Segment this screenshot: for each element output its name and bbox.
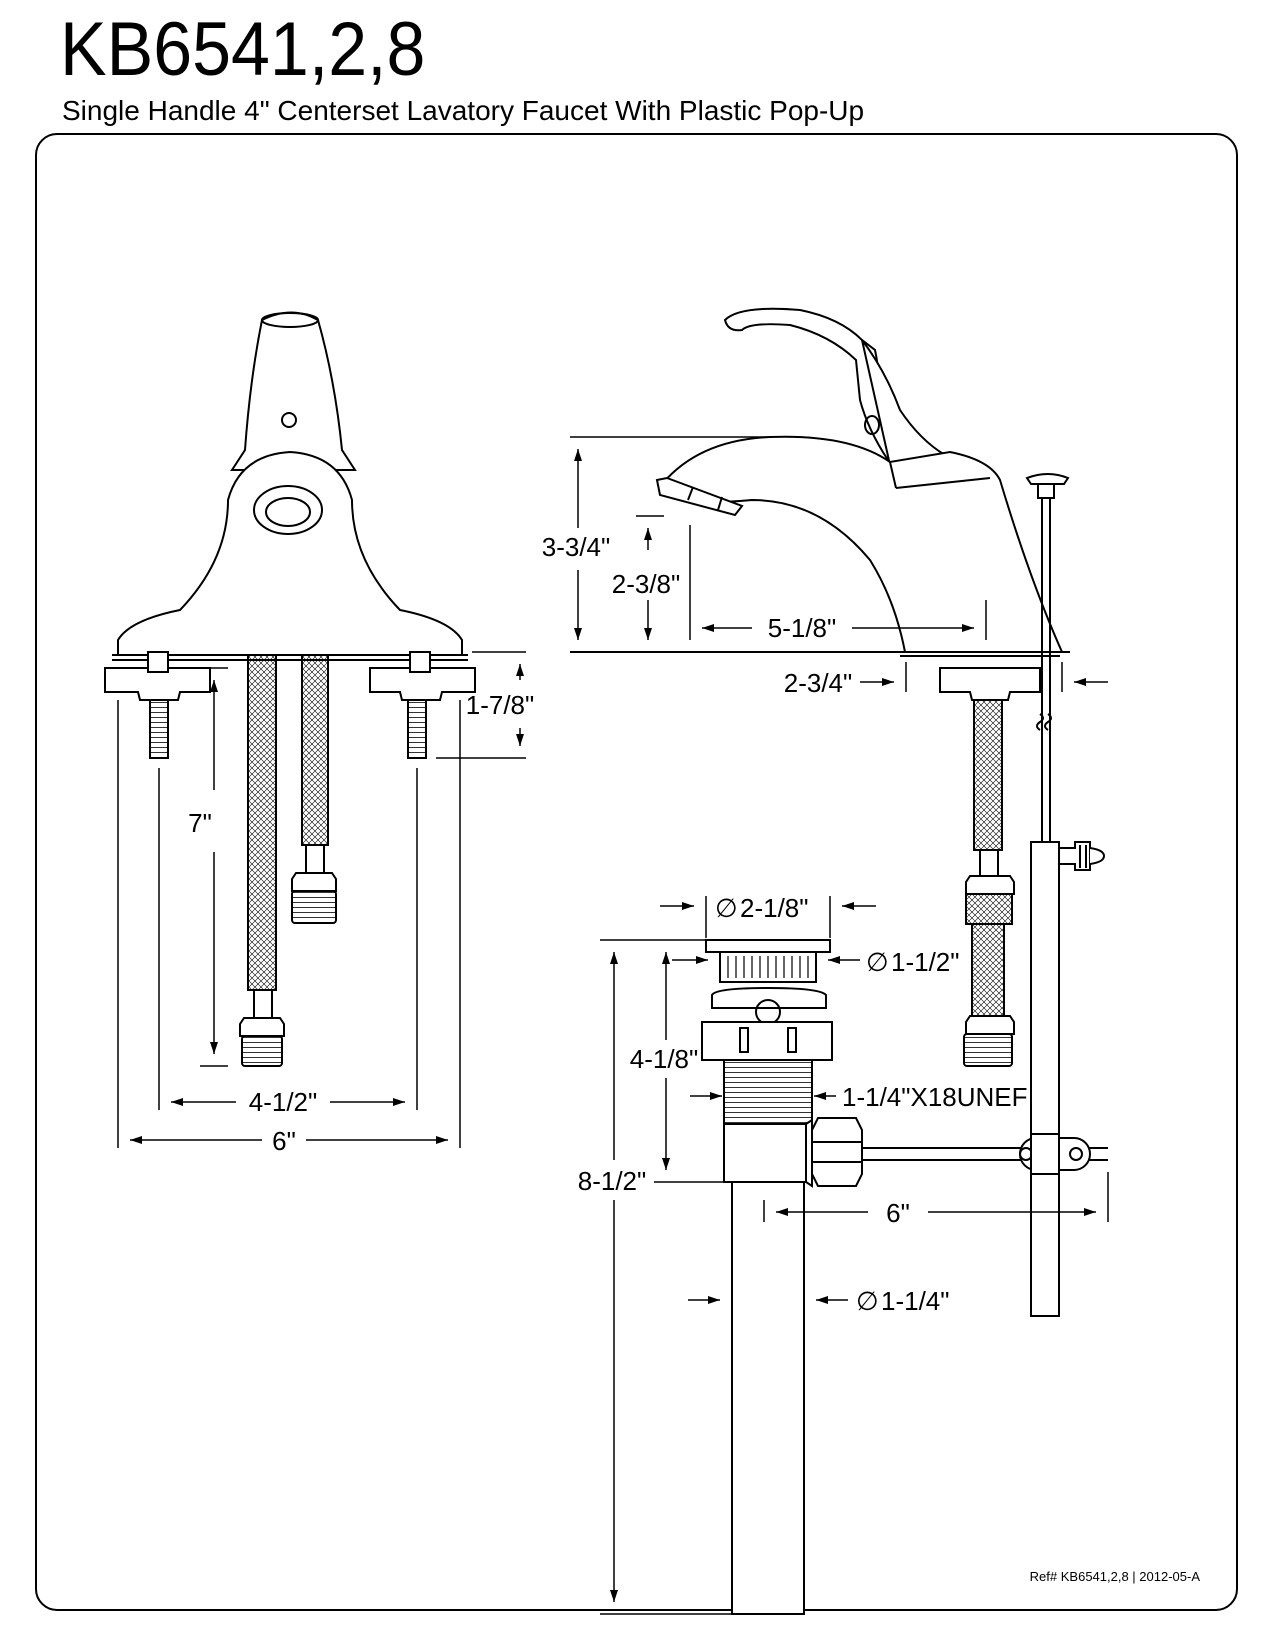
drain-body-thread — [723, 1059, 813, 1125]
dim-front-height: 7" — [188, 808, 212, 838]
dim-front-center: 4-1/2" — [249, 1087, 318, 1117]
drain-dimensions — [600, 896, 1109, 1615]
dim-flange-dia: 2-1/8" — [740, 893, 809, 923]
pivot-strap — [1030, 841, 1060, 1317]
tailpiece — [731, 1181, 805, 1615]
drain-locknut — [701, 1021, 833, 1061]
front-handle — [230, 311, 357, 471]
side-dimension-labels: 3-3/4" 2-3/8" 5-1/8" 2-3/4" — [542, 532, 853, 698]
diameter-symbol-drain-top: ∅ — [866, 947, 889, 977]
diameter-symbol-tail: ∅ — [856, 1286, 879, 1316]
dim-spout-height: 2-3/8" — [612, 569, 681, 599]
side-dimensions — [570, 436, 1108, 692]
side-supply-hose — [973, 699, 1003, 851]
front-body — [117, 450, 463, 656]
left-shank — [149, 699, 169, 759]
drain-flange — [705, 939, 831, 953]
right-shank — [407, 699, 427, 759]
drain-gasket — [711, 986, 827, 1009]
right-mount-nut — [369, 667, 476, 701]
left-mount-nut — [104, 667, 211, 701]
dim-drain-top-dia: 1-1/2" — [891, 947, 960, 977]
dim-side-height: 3-3/4" — [542, 532, 611, 562]
dim-drain-thread: 1-1/4"X18UNEF — [842, 1082, 1028, 1112]
drain-tee — [723, 1123, 813, 1183]
dim-base-depth: 2-3/4" — [784, 668, 853, 698]
dim-drain-total: 8-1/2" — [578, 1166, 647, 1196]
long-supply-hose — [247, 654, 277, 991]
short-supply-hose — [301, 654, 329, 846]
front-dimension-labels: 7" 1-7/8" 4-1/2" 6" — [188, 690, 534, 1156]
drain-assembly — [701, 939, 1108, 1615]
reference-number: Ref# KB6541,2,8 | 2012-05-A — [1029, 1569, 1200, 1584]
drawing-frame — [35, 133, 1238, 1611]
dim-spout-reach: 5-1/8" — [768, 613, 837, 643]
side-view — [570, 307, 1106, 1317]
front-dimensions — [117, 651, 526, 1148]
drain-dimension-labels: ∅ 2-1/8" ∅ 1-1/2" 4-1/8" 1-1/4"X18UNEF 8… — [578, 893, 1028, 1316]
side-aerator — [655, 476, 744, 517]
dim-drain-height: 4-1/8" — [630, 1044, 699, 1074]
popup-knob — [1025, 473, 1070, 485]
front-view — [104, 311, 476, 1067]
product-description: Single Handle 4" Centerset Lavatory Fauc… — [62, 95, 865, 126]
side-spout-body — [661, 435, 1064, 653]
diameter-symbol-flange: ∅ — [715, 893, 738, 923]
model-title: KB6541,2,8 — [60, 7, 426, 92]
dim-tail-dia: 1-1/4" — [881, 1286, 950, 1316]
pivot-nut — [811, 1117, 863, 1187]
dim-front-width: 6" — [272, 1126, 296, 1156]
dim-rod-length: 6" — [886, 1198, 910, 1228]
dim-front-shank: 1-7/8" — [466, 690, 535, 720]
